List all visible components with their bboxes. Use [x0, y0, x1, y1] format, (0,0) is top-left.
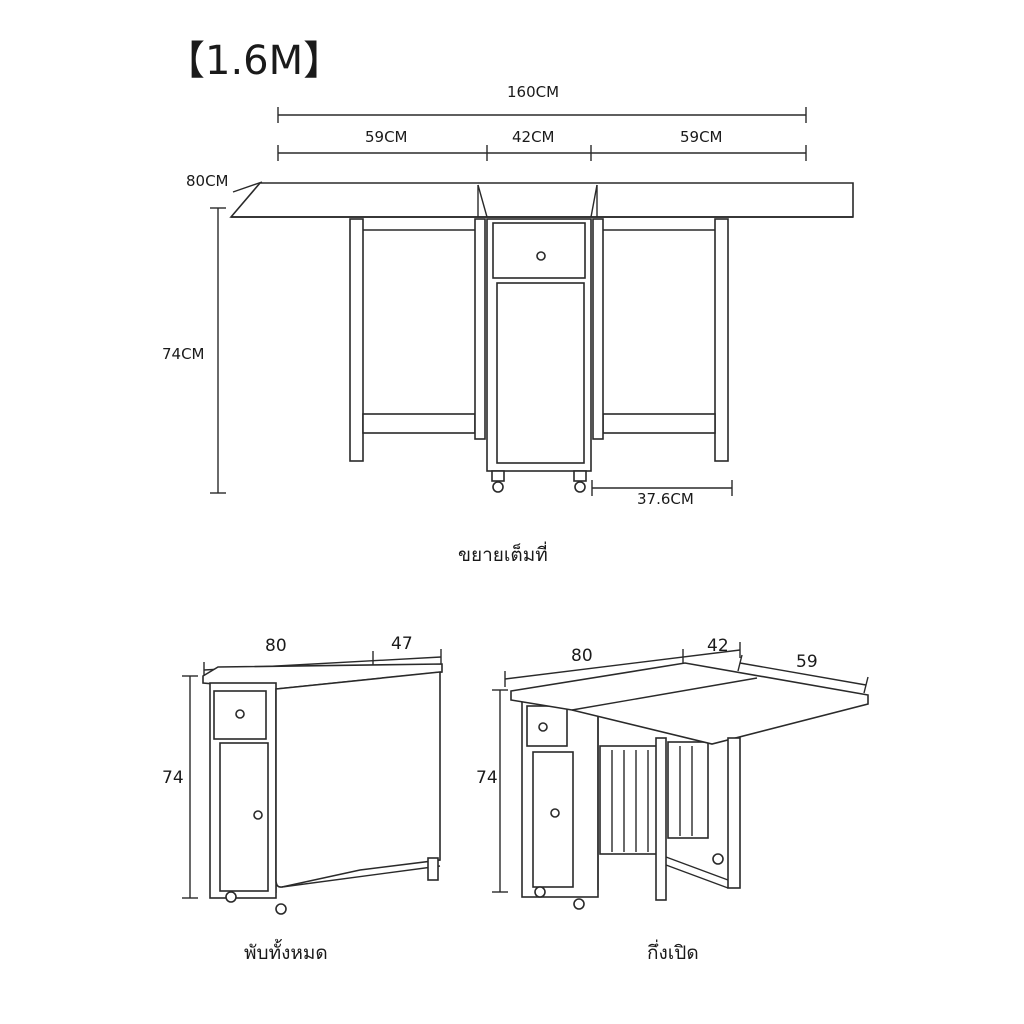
folded-caption: พับทั้งหมด: [244, 942, 328, 964]
left-leaf-width-label: 59CM: [365, 128, 408, 146]
folded-height-label: 74: [162, 768, 184, 788]
depth-label: 80CM: [186, 172, 229, 190]
half-open-caption: กึ่งเปิด: [647, 942, 699, 964]
half-leaf-label: 59: [796, 652, 818, 672]
total-width-label: 160CM: [507, 83, 560, 101]
folded-depth-label: 47: [391, 634, 413, 654]
center-width-label: 42CM: [512, 128, 555, 146]
half-table-drawing: [510, 662, 869, 910]
page-title: 【1.6M】: [165, 38, 344, 84]
half-height-label: 74: [476, 768, 498, 788]
half-dimension-lines: [492, 642, 869, 893]
half-center-label: 42: [707, 636, 729, 656]
full-table-drawing: [229, 182, 854, 493]
full-extended-caption: ขยายเต็มที่: [458, 544, 548, 566]
full-dimension-lines: [210, 107, 807, 496]
half-width-label: 80: [571, 646, 593, 666]
height-label: 74CM: [162, 345, 205, 363]
leg-span-label: 37.6CM: [637, 490, 694, 508]
folded-width-label: 80: [265, 636, 287, 656]
right-leaf-width-label: 59CM: [680, 128, 723, 146]
folded-table-drawing: [202, 663, 443, 915]
